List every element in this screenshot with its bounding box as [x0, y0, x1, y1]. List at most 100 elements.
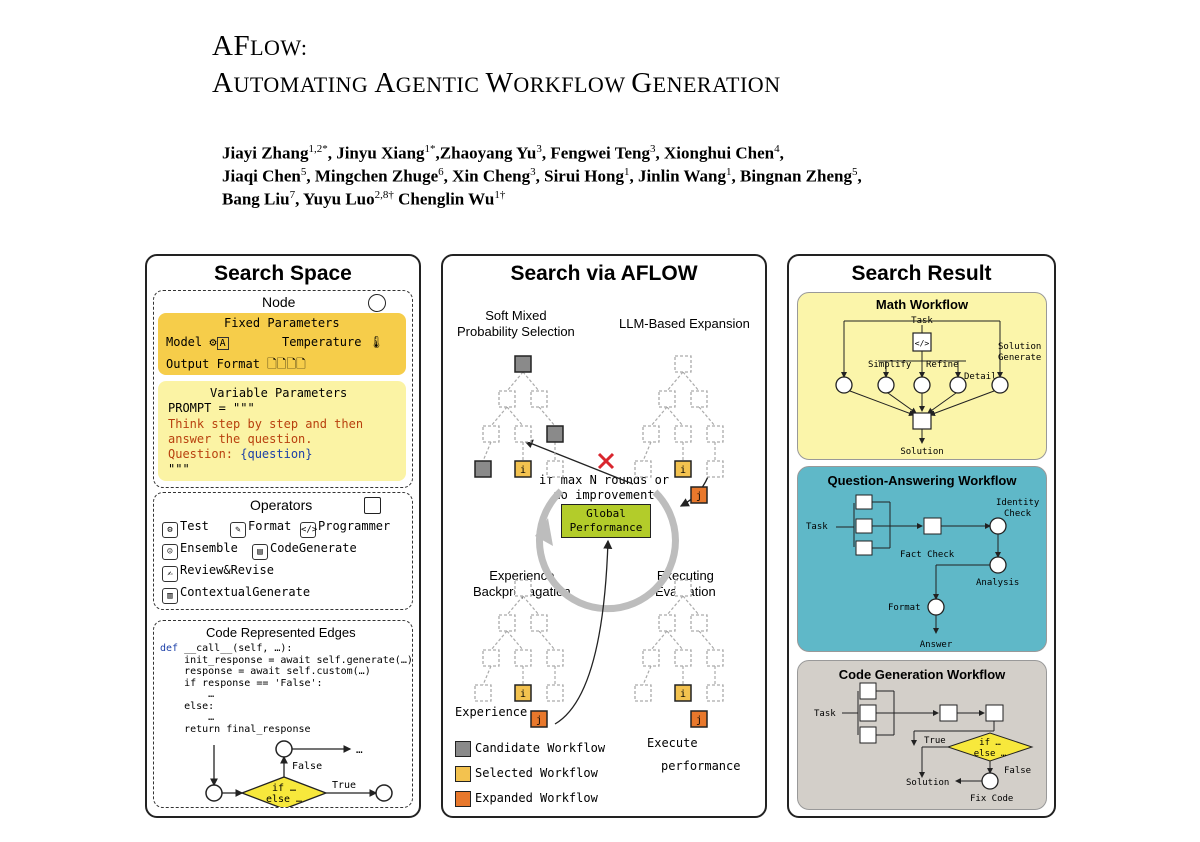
- workflow-node: [498, 614, 516, 632]
- prompt-line1: Think step by step and then: [168, 417, 364, 431]
- tree-edge: [642, 441, 652, 462]
- tree-edge: [490, 406, 508, 427]
- paper-title-line1: AFLOW:: [212, 30, 307, 63]
- title-word-initial: W: [485, 67, 514, 99]
- prompt-line3: Question: {question}: [168, 447, 313, 461]
- qa-format: Format: [888, 603, 921, 613]
- workflow-node: [482, 425, 500, 443]
- qa-workflow: Question-Answering Workflow Task Identit…: [797, 466, 1047, 652]
- authors-line1: Jiayi Zhang1,2*, Jinyu Xiang1*,Zhaoyang …: [222, 143, 784, 163]
- output-format-label: Output Format 🗋🗋🗋🗋: [166, 355, 306, 376]
- code-text: return final_response: [160, 723, 311, 735]
- selected-node-letter: i: [680, 689, 686, 700]
- code-diagram: Task if … else … True False So: [814, 682, 1034, 804]
- workflow-node: [634, 460, 652, 478]
- qa-node-format: [927, 598, 945, 616]
- code-text: if response == 'False':: [160, 677, 323, 689]
- model-label: Model ⚙A: [166, 335, 229, 350]
- author-name: Jiayi Zhang: [222, 143, 309, 163]
- stop-cross-icon: [597, 452, 615, 470]
- book-icon: ▥: [162, 588, 178, 604]
- code-true-label: True: [924, 736, 946, 746]
- output-format-text: Output Format: [166, 357, 260, 371]
- selected-node-letter: i: [520, 465, 526, 476]
- code-node-fix: [981, 772, 999, 790]
- math-diagram: Task </> Simplify Refine Detail Solution…: [835, 316, 1041, 457]
- code-line: else:: [160, 701, 413, 713]
- legend-selected-swatch: [455, 766, 471, 782]
- author-affiliation: 3: [530, 166, 536, 178]
- fixed-params-title: Fixed Parameters: [224, 316, 340, 330]
- code-fix-code: Fix Code: [970, 794, 1013, 804]
- temperature-label: Temperature 🌡: [282, 335, 384, 349]
- svg-text:</>: </>: [915, 339, 930, 348]
- workflow-node: [658, 390, 676, 408]
- tree-edge: [482, 665, 492, 686]
- expanded-node-letter: j: [696, 715, 702, 726]
- tree-edge: [506, 595, 524, 616]
- node-box: Node Fixed Parameters Model ⚙A Temperatu…: [153, 290, 413, 488]
- code-line: if response == 'False':: [160, 678, 413, 690]
- author-name: Bang Liu: [222, 189, 290, 209]
- selected-node-letter: i: [520, 689, 526, 700]
- loop-arrow-head: [535, 518, 553, 546]
- workflow-node: [514, 355, 532, 373]
- math-solution: Solution: [900, 447, 943, 457]
- author-name: Chenglin Wu: [398, 189, 495, 209]
- test-icon: ⚙: [162, 522, 178, 538]
- tree-edge: [650, 630, 668, 651]
- bp-arrow: [554, 539, 613, 725]
- author-name: Xionghui Chen: [664, 143, 775, 163]
- workflow-node: [530, 390, 548, 408]
- search-space-title: Search Space: [214, 262, 352, 285]
- legend-candidate-swatch: [455, 741, 471, 757]
- operator-ensemble: ☺Ensemble: [162, 541, 238, 560]
- math-workflow-title: Math Workflow: [875, 297, 969, 312]
- author-name: Bingnan Zheng: [740, 166, 852, 186]
- tree-edge: [666, 406, 684, 427]
- author-name: Xin Cheng: [452, 166, 531, 186]
- anthropic-icon: A: [216, 337, 229, 350]
- search-space-panel: Search Space Node Fixed Parameters Model…: [145, 254, 421, 818]
- workflow-node: [690, 390, 708, 408]
- code-edges-box: Code Represented Edges def __call__(self…: [153, 620, 413, 808]
- qa-gen-icon-2: [855, 518, 873, 534]
- title-part: AF: [212, 30, 251, 62]
- operator-review: ✍Review&Revise: [162, 563, 274, 582]
- expanded-node: [530, 710, 548, 728]
- format-icon: ✎: [230, 522, 246, 538]
- code-workflow-title: Code Generation Workflow: [838, 667, 1006, 682]
- review-icon: ✍: [162, 566, 178, 582]
- workflow-node: [674, 649, 692, 667]
- llm-expansion-label: LLM-Based Expansion: [619, 316, 750, 331]
- tree-edge: [506, 406, 524, 427]
- author-affiliation: 1†: [494, 189, 506, 201]
- math-node-2: [877, 376, 895, 394]
- edge-node-false: [275, 740, 293, 758]
- soft-mixed-label: Soft Mixed Probability Selection: [457, 308, 575, 339]
- workflow-node: [674, 355, 692, 373]
- title-word-rest: ORKFLOW: [513, 72, 632, 97]
- operator-codegenerate: ▤CodeGenerate: [252, 541, 357, 560]
- code-ifelse-diamond: [946, 732, 1034, 762]
- tree-edge: [522, 371, 540, 392]
- code-workflow: Code Generation Workflow Task if … else …: [797, 660, 1047, 810]
- model-text: Model: [166, 335, 203, 349]
- edge-node-start: [205, 784, 223, 802]
- author-name: Jinyu Xiang: [336, 143, 425, 163]
- code-solution: Solution: [906, 778, 949, 788]
- selection-arrow: [523, 439, 634, 485]
- search-result-panel: Search Result Math Workflow Task </> Sim…: [787, 254, 1056, 818]
- math-node-1: [835, 376, 853, 394]
- code-false-label: False: [1004, 766, 1031, 776]
- tree-edge: [666, 595, 684, 616]
- legend-candidate-label: Candidate Workflow: [475, 741, 606, 755]
- qa-gen-icon-3: [855, 540, 873, 556]
- math-node-4: [949, 376, 967, 394]
- edge-ifelse-text: if …: [272, 783, 296, 794]
- code-keyword: def: [160, 643, 179, 654]
- tree-edge: [650, 406, 668, 427]
- author-affiliation: 1: [726, 166, 732, 178]
- code-text: else:: [160, 700, 215, 712]
